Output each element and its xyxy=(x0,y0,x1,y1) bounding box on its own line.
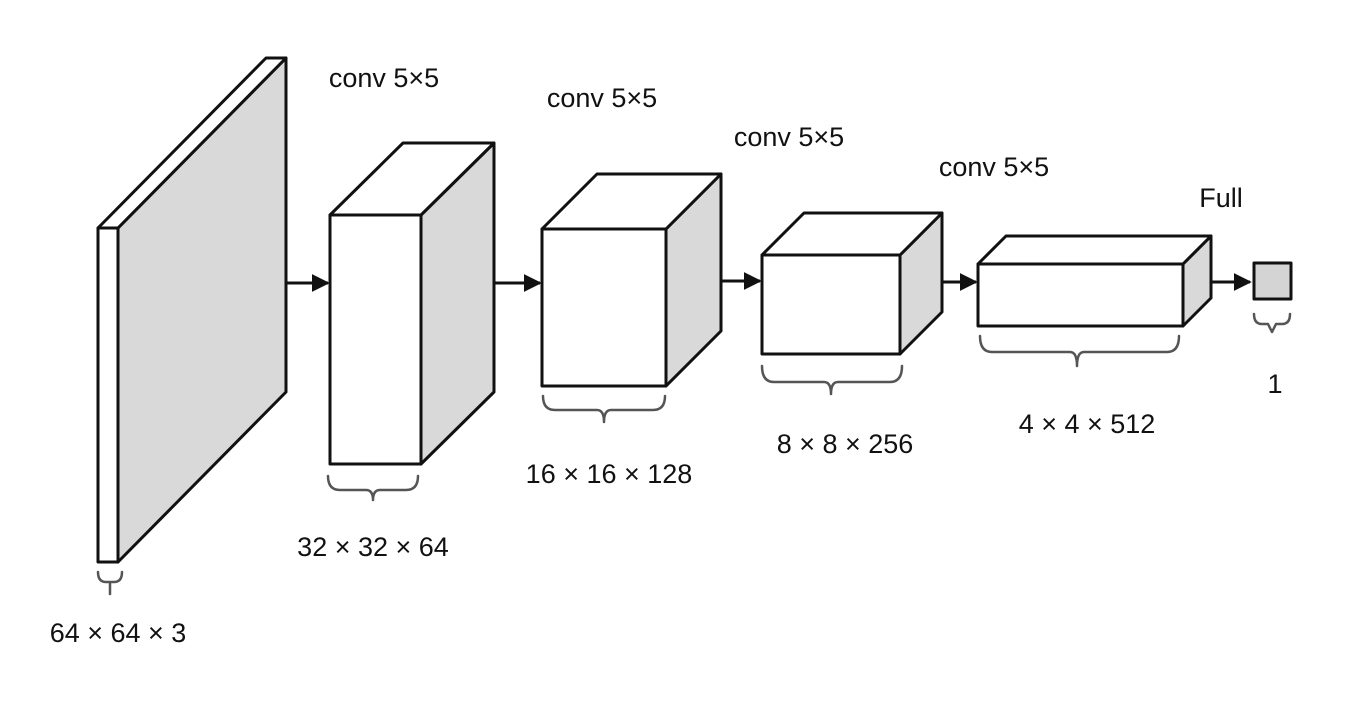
conv1-layer-block xyxy=(328,141,496,466)
conv3-size-label: 8 × 8 × 256 xyxy=(777,429,914,459)
conv2-size-label: 16 × 16 × 128 xyxy=(526,459,693,489)
conv3-op-label: conv 5×5 xyxy=(734,122,844,152)
conv3-layer-block xyxy=(760,211,944,356)
conv4-size-brace xyxy=(978,334,1181,368)
output-size-brace xyxy=(1252,312,1292,334)
conv4-op-label: conv 5×5 xyxy=(939,152,1049,182)
conv2-layer-block xyxy=(540,172,723,388)
input-size-label: 64 × 64 × 3 xyxy=(50,618,187,648)
input-layer-block xyxy=(96,56,288,564)
conv3-size-brace xyxy=(760,364,904,396)
conv2-op-label: conv 5×5 xyxy=(547,83,657,113)
conv1-size-brace xyxy=(326,474,420,502)
conv4-layer-block xyxy=(976,234,1213,328)
conv4-size-label: 4 × 4 × 512 xyxy=(1019,409,1156,439)
conv1-op-label: conv 5×5 xyxy=(329,63,439,93)
conv1-size-label: 32 × 32 × 64 xyxy=(297,532,449,562)
output-unit-block xyxy=(1252,261,1293,301)
conv2-size-brace xyxy=(541,394,667,424)
output-op-label: Full xyxy=(1199,183,1243,213)
input-size-brace xyxy=(96,570,124,596)
output-size-label: 1 xyxy=(1267,369,1282,399)
